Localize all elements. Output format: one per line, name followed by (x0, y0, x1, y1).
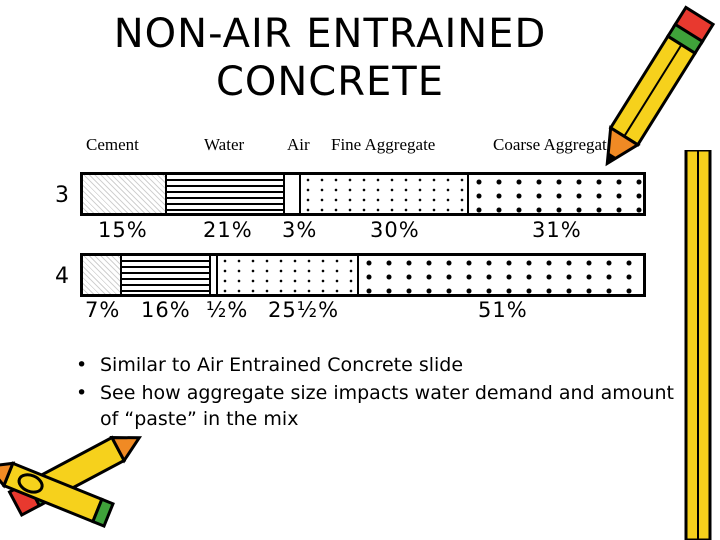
pct-3-coarse: 31% (532, 218, 582, 242)
title-line-2: CONCRETE (215, 59, 445, 105)
header-coarse-aggregate: Coarse Aggregate (493, 135, 615, 154)
pct-3-water: 21% (203, 218, 253, 242)
pencil-edge-icon (684, 150, 712, 540)
title-line-1: NON-AIR ENTRAINED (113, 11, 547, 57)
row-label-3: 3 (55, 183, 69, 208)
pct-4-coarse: 51% (478, 298, 528, 322)
bullet-list: Similar to Air Entrained Concrete slide … (72, 352, 682, 434)
bar-segment-air (210, 256, 218, 294)
proportion-bar-3 (80, 172, 646, 216)
slide-title: NON-AIR ENTRAINED CONCRETE (60, 10, 600, 106)
bar-segment-fine (301, 175, 470, 213)
proportion-bar-4 (80, 253, 646, 297)
header-cement: Cement (86, 135, 139, 154)
pct-3-air: 3% (282, 218, 318, 242)
bar-segment-cement (83, 256, 122, 294)
pct-4-air: ½% (206, 298, 249, 322)
bullet-item: See how aggregate size impacts water dem… (72, 380, 682, 432)
header-fine-aggregate: Fine Aggregate (331, 135, 436, 154)
pct-4-fine: 25½% (268, 298, 340, 322)
pct-4-cement: 7% (85, 298, 121, 322)
bar-segment-water (167, 175, 285, 213)
row-label-4: 4 (55, 264, 69, 289)
header-water: Water (204, 135, 245, 154)
pct-4-water: 16% (141, 298, 191, 322)
pencils-icon (0, 435, 143, 529)
bar-segment-cement (83, 175, 167, 213)
bar-segment-coarse (359, 256, 643, 294)
pct-3-fine: 30% (370, 218, 420, 242)
bar-segment-water (121, 256, 211, 294)
bar-segment-coarse (469, 175, 643, 213)
bullet-item: Similar to Air Entrained Concrete slide (72, 352, 682, 378)
bar-segment-air (284, 175, 302, 213)
pencil-icon (605, 5, 716, 167)
pct-3-cement: 15% (98, 218, 148, 242)
header-air: Air (287, 135, 310, 154)
bar-segment-fine (217, 256, 360, 294)
